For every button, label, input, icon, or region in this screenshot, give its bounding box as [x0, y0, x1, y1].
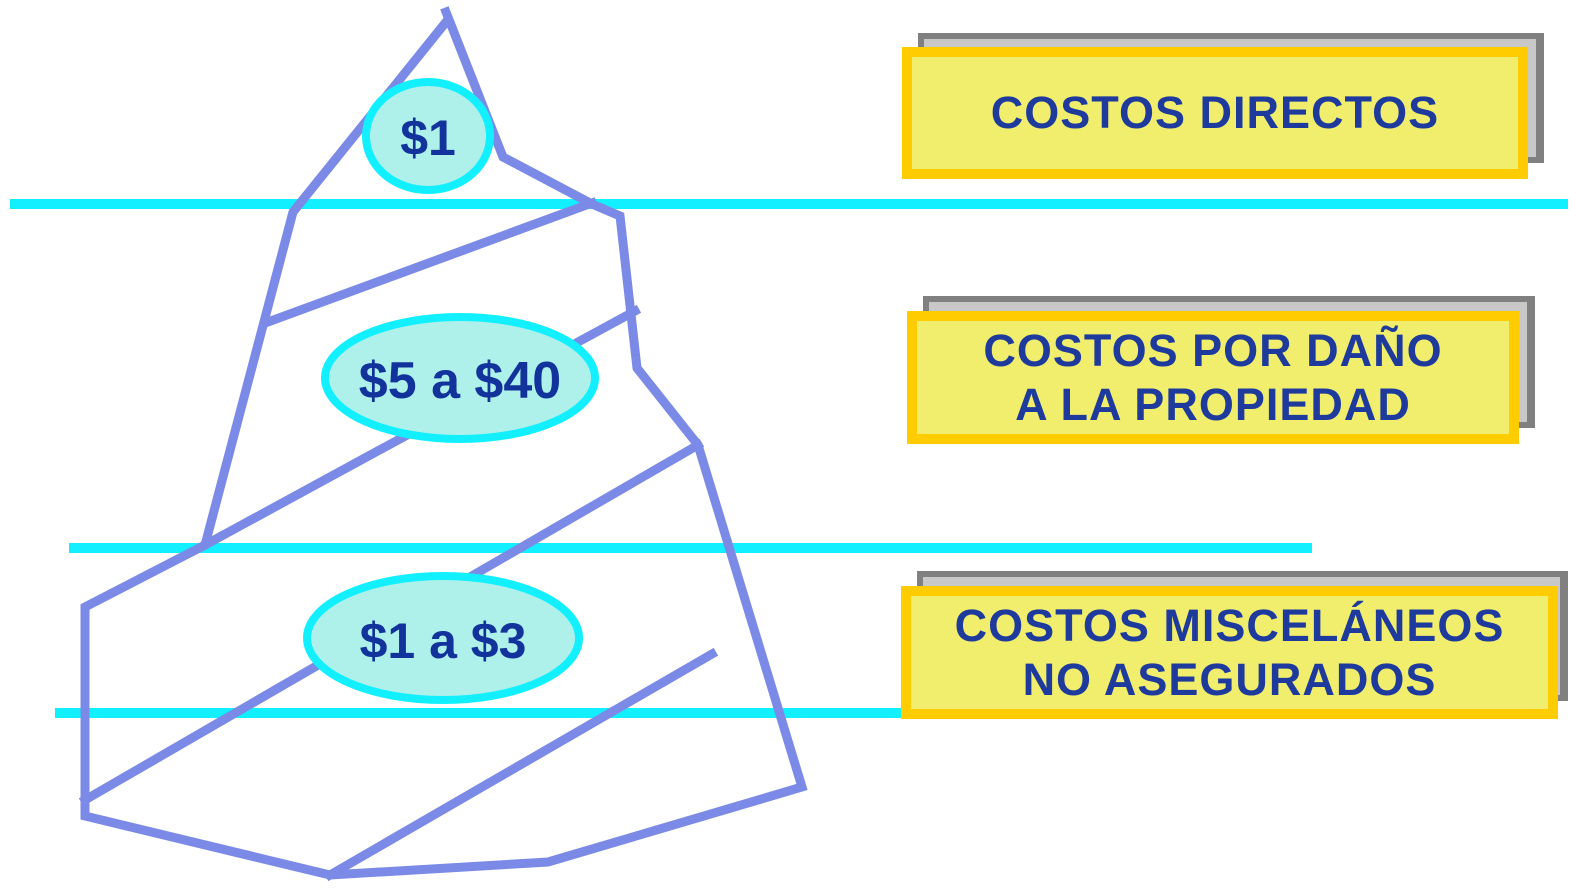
- cost-box-direct-text: COSTOS DIRECTOS: [990, 87, 1440, 138]
- price-oval-middle: $5 a $40: [321, 313, 599, 443]
- cost-box-misc-line-2: NO ASEGURADOS: [1022, 653, 1437, 705]
- cost-box-property-line-2: A LA PROPIEDAD: [1015, 378, 1411, 430]
- cost-box-misc-line-1: COSTOS MISCELÁNEOS: [954, 599, 1505, 651]
- price-oval-tip: $1: [362, 78, 494, 194]
- price-label-tip: $1: [400, 110, 456, 166]
- cost-box-property-line-1: COSTOS POR DAÑO: [983, 324, 1443, 376]
- cost-box-direct: COSTOS DIRECTOS: [902, 33, 1544, 181]
- price-oval-bottom: $1 a $3: [303, 572, 583, 704]
- price-label-bottom: $1 a $3: [360, 613, 527, 669]
- cost-box-misc: COSTOS MISCELÁNEOS NO ASEGURADOS: [901, 571, 1568, 719]
- cost-box-property: COSTOS POR DAÑO A LA PROPIEDAD: [907, 296, 1535, 446]
- price-label-middle: $5 a $40: [359, 352, 561, 410]
